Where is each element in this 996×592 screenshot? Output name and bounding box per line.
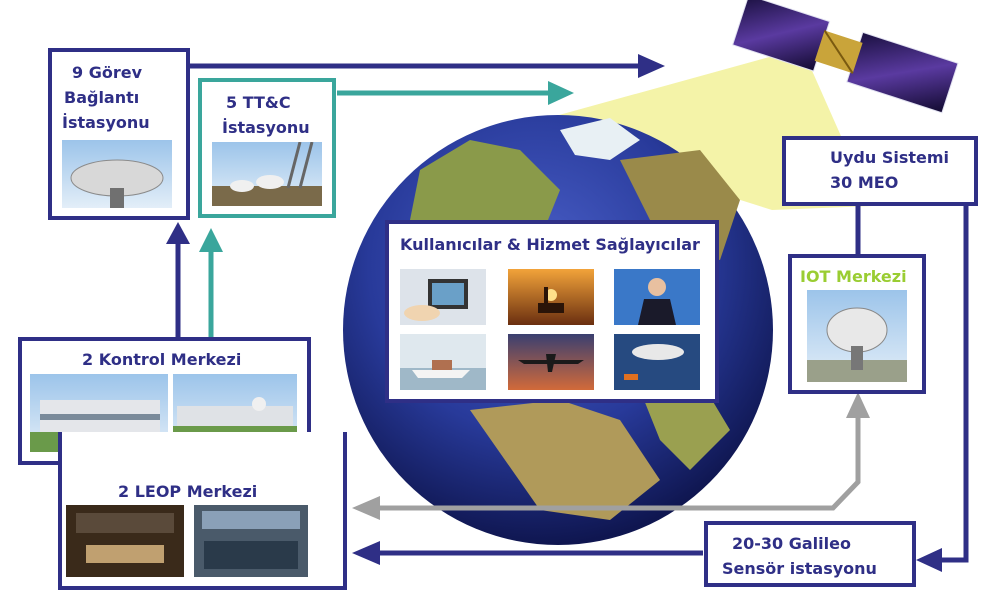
ttc-antennas-photo [212, 142, 322, 206]
users-service-providers-title: Kullanıcılar & Hizmet Sağlayıcılar [400, 235, 700, 254]
satellite-image [732, 0, 959, 114]
arrow-head [846, 392, 870, 418]
satellite-system-box [782, 136, 978, 206]
galileo-sensor-station-box [704, 521, 916, 587]
ttc-label-line1: 5 TT&C [226, 93, 291, 112]
leop-center-label: 2 LEOP Merkezi [118, 482, 258, 501]
antenna-dish-photo [62, 140, 172, 208]
gps-device-photo [400, 269, 486, 325]
ttc-label-line2: İstasyonu [222, 118, 310, 137]
iot-antenna-photo [807, 290, 907, 382]
boat-photo [400, 334, 486, 390]
arrow-head [638, 54, 665, 78]
iot-center-label: IOT Merkezi [800, 267, 907, 286]
satellite-system-label-line1: Uydu Sistemi [830, 148, 950, 167]
satellite-system-label-line2: 30 MEO [830, 173, 899, 192]
arrow-head [352, 541, 380, 565]
arrow-satsys-to-sensor [942, 204, 969, 563]
leop-control-room-photo-1 [66, 505, 184, 577]
airplane-photo [508, 334, 594, 390]
sensor-station-label-line1: 20-30 Galileo [732, 534, 851, 553]
mission-uplink-label-line2: Bağlantı [64, 88, 140, 107]
arrow-leop-to-iot [378, 415, 861, 511]
control-center-label: 2 Kontrol Merkezi [82, 350, 242, 369]
mission-uplink-label-line3: İstasyonu [62, 113, 150, 132]
arrow-head [548, 81, 574, 105]
mission-uplink-label-line1: 9 Görev [72, 63, 142, 82]
arrow-head [166, 222, 190, 244]
arrow-head [352, 496, 380, 520]
rescue-helicopter-photo [614, 334, 700, 390]
oil-rig-sunset-photo [508, 269, 594, 325]
arrow-head [199, 228, 223, 252]
businessman-phone-photo [614, 269, 700, 325]
arrow-head [916, 548, 942, 572]
leop-control-room-photo-2 [194, 505, 308, 577]
leop-box-edge [58, 432, 62, 472]
sensor-station-label-line2: Sensör istasyonu [722, 559, 877, 578]
